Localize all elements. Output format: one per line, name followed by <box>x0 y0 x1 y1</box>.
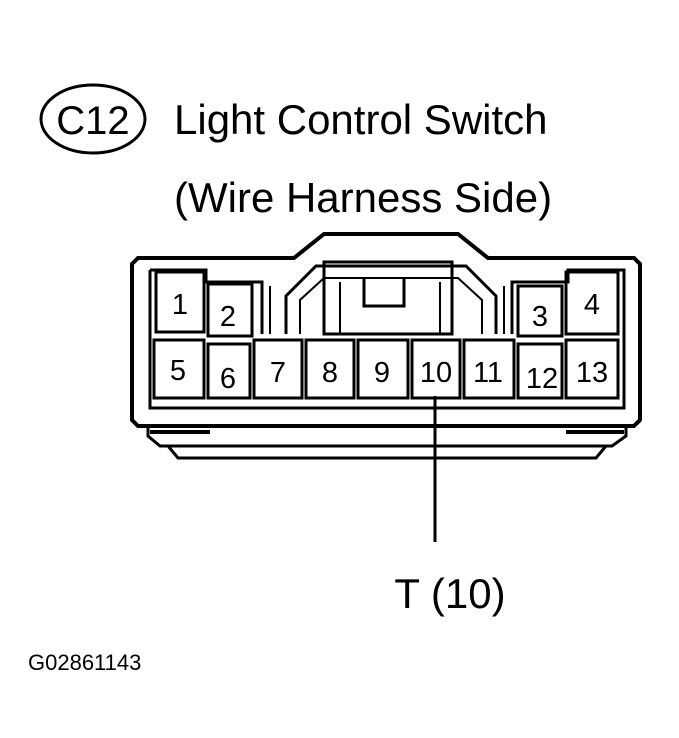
pin-9: 9 <box>356 338 410 400</box>
pin-number: 8 <box>322 357 338 389</box>
pin-cavity <box>304 338 356 400</box>
pin-6: 6 <box>206 342 252 400</box>
pin-1: 1 <box>154 270 206 334</box>
pin-number: 5 <box>170 355 186 387</box>
pin-4: 4 <box>564 270 620 336</box>
pin-cavity <box>152 338 206 400</box>
pin-number: 11 <box>473 357 503 389</box>
pin-cavity <box>564 338 620 400</box>
pin-11: 11 <box>462 338 516 400</box>
pin-number: 10 <box>420 357 452 389</box>
connector-code: C12 <box>56 99 129 143</box>
connector-code-ellipse <box>39 83 147 155</box>
pin-12: 12 <box>516 342 564 400</box>
pin-cavity <box>206 342 252 400</box>
pin-cavity <box>516 342 564 400</box>
connector-housing <box>130 232 642 460</box>
pin-cavity <box>462 338 516 400</box>
pin-13: 13 <box>564 338 620 400</box>
pin-3: 3 <box>516 284 564 338</box>
pin-cavity <box>206 282 254 338</box>
pin-number: 9 <box>374 357 390 389</box>
callout-label: T (10) <box>394 570 505 617</box>
pin-7: 7 <box>252 338 304 400</box>
connector-side: (Wire Harness Side) <box>174 174 552 221</box>
figure-id: G02861143 <box>28 650 141 675</box>
pin-cavity <box>516 284 564 338</box>
pin-10: 10 <box>410 338 462 400</box>
pin-number: 1 <box>172 289 188 321</box>
pin-cavity <box>356 338 410 400</box>
pin-5: 5 <box>152 338 206 400</box>
connector-name: Light Control Switch <box>174 96 548 143</box>
pin-cavity <box>252 338 304 400</box>
pin-8: 8 <box>304 338 356 400</box>
pin-number: 13 <box>576 357 608 389</box>
pin-number: 6 <box>220 363 236 395</box>
pin-number: 12 <box>526 363 558 395</box>
pin-cavity <box>564 270 620 336</box>
pin-cavity <box>154 270 206 334</box>
pin-number: 7 <box>270 357 286 389</box>
pin-number: 2 <box>220 301 236 333</box>
pin-2: 2 <box>206 282 254 338</box>
pin-number: 4 <box>584 289 600 321</box>
pin-number: 3 <box>532 301 548 333</box>
